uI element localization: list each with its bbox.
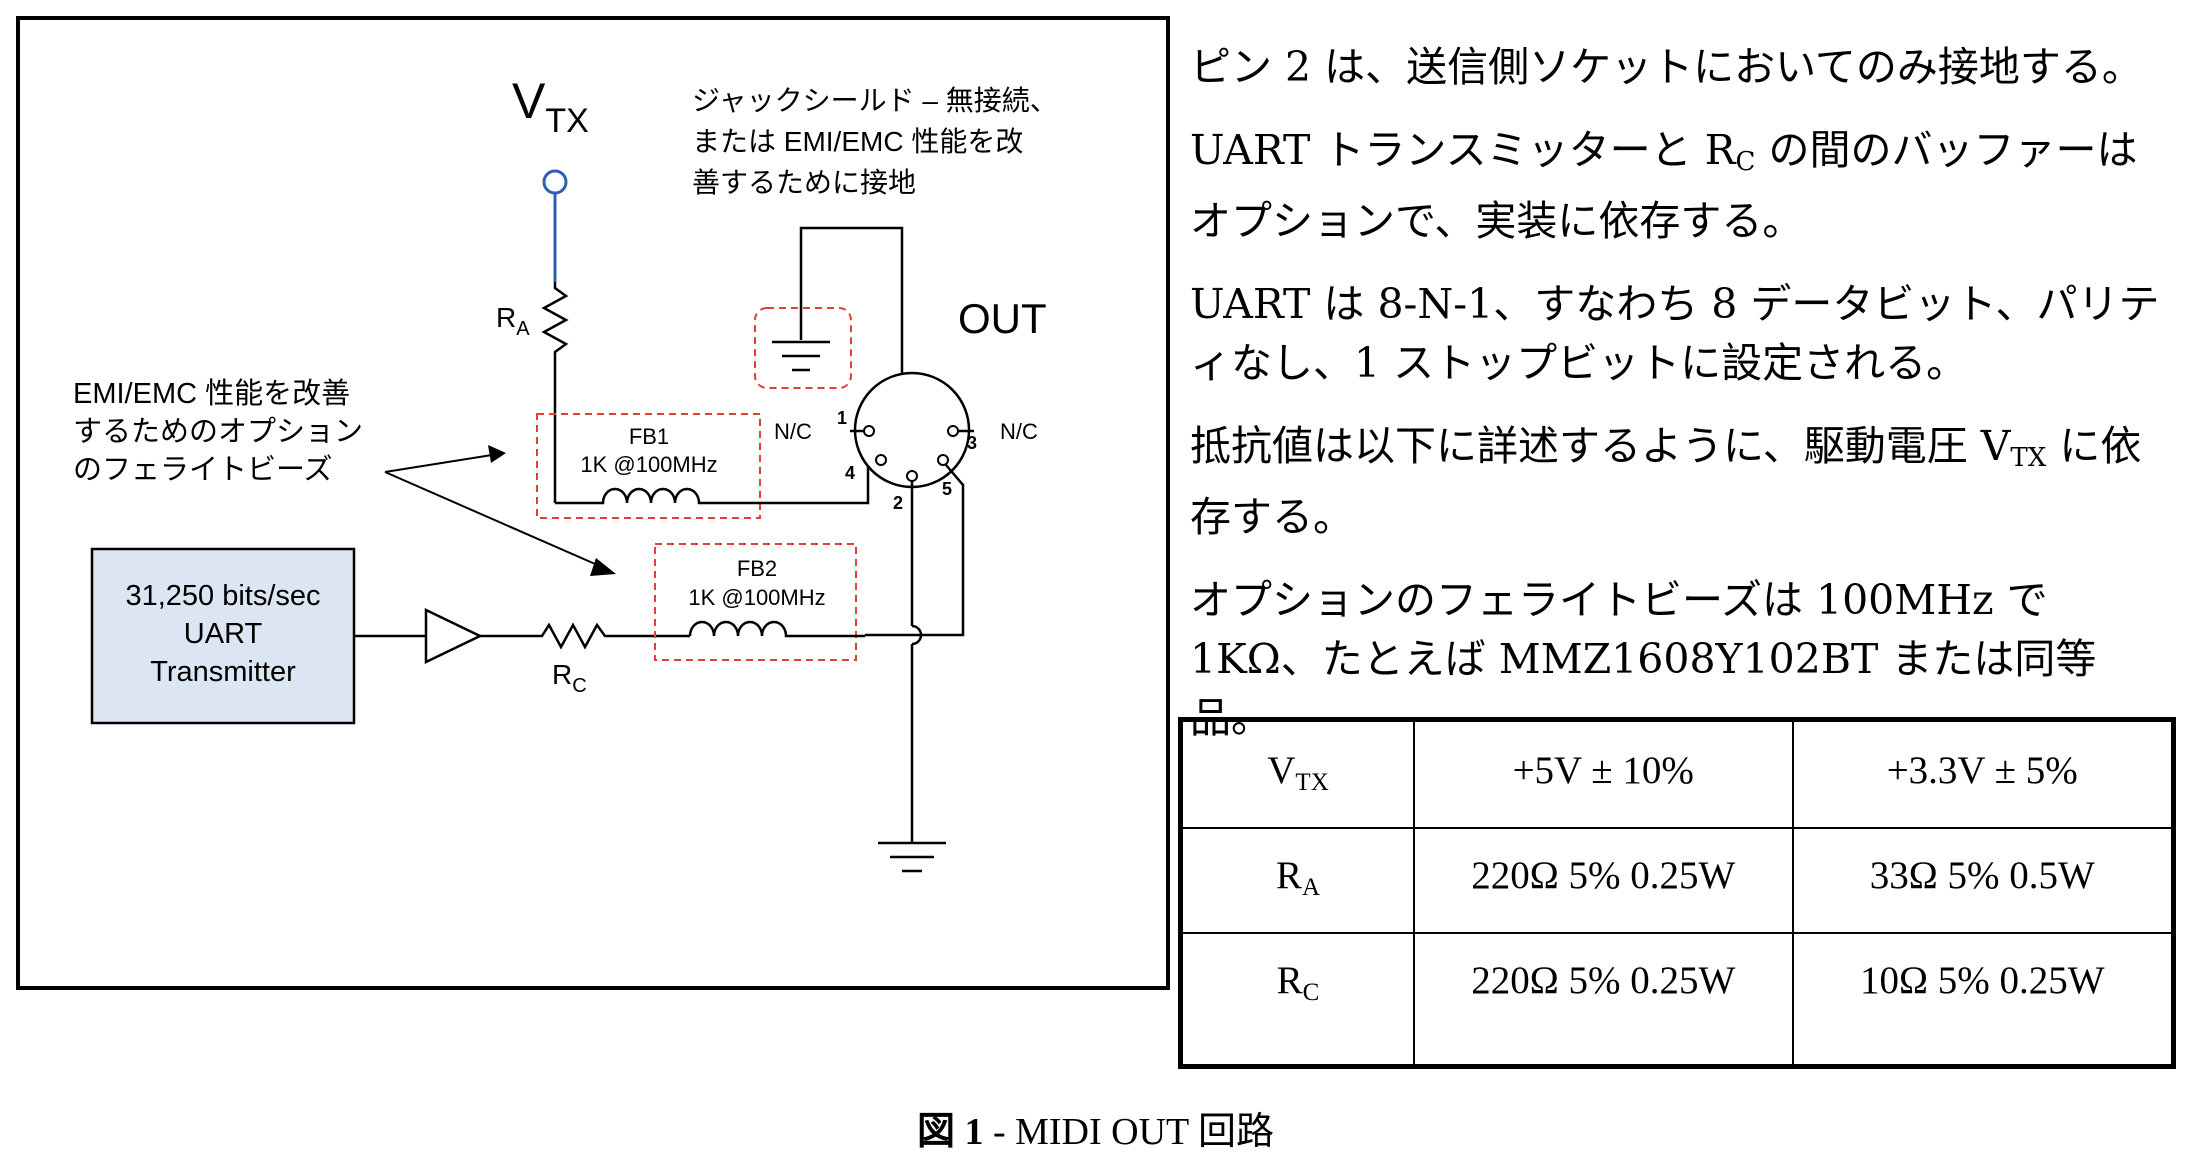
table-header-5v: +5V ± 10%: [1413, 722, 1794, 829]
din-pin-3: [947, 425, 959, 437]
din-pin-5: [937, 454, 949, 466]
pin2-number: 2: [893, 493, 903, 513]
note-pin2-ground: ピン 2 は、送信側ソケットにおいてのみ接地する。: [1190, 43, 2143, 91]
fb2-name: FB2: [737, 556, 777, 581]
emi-arrow-to-fb1: [384, 454, 493, 473]
figure-caption: 図 1 - MIDI OUT 回路: [0, 1100, 2191, 1155]
table-header-vtx: VTX: [1183, 722, 1415, 829]
buffer-triangle: [424, 608, 483, 664]
table-row-rc-label: RC: [1183, 932, 1415, 1064]
nc-left-label: N/C: [774, 419, 812, 444]
note-resistor-values: 抵抗値は以下に詳述するように、駆動電圧 VTX に依存する。: [1190, 422, 2142, 541]
jack-shield-note-line-1: ジャックシールド – 無接続、: [692, 85, 1058, 116]
figure-number: 図 1: [916, 1111, 984, 1153]
table-cell: 10Ω 5% 0.25W: [1791, 932, 2171, 1064]
jack-shield-note-line-3: 善するために接地: [692, 167, 916, 198]
ra-label: RA: [496, 302, 530, 340]
note-buffer-optional: UART トランスミッターと RC の間のバッファーはオプションで、実装に依存す…: [1190, 126, 2138, 245]
table-cell: 220Ω 5% 0.25W: [1413, 932, 1794, 1064]
table-row: RC 220Ω 5% 0.25W 10Ω 5% 0.25W: [1183, 932, 2171, 1064]
vtx-node-label: VTX: [512, 73, 589, 140]
pin1-number: 1: [837, 408, 847, 428]
uart-line-1: 31,250 bits/sec: [125, 580, 320, 612]
uart-line-3: Transmitter: [150, 656, 296, 688]
table-row-ra-label: RA: [1183, 827, 1415, 934]
emi-arrow-to-fb2-head: [590, 558, 616, 576]
fb1-value: 1K @100MHz: [580, 452, 717, 477]
fb1-inductor: [555, 487, 820, 505]
figure-title: - MIDI OUT 回路: [983, 1111, 1275, 1153]
schematic-frame: [16, 16, 1170, 990]
table-cell: 220Ω 5% 0.25W: [1413, 827, 1794, 934]
din-pin-2: [906, 470, 918, 482]
table-header-3v3: +3.3V ± 5%: [1791, 722, 2171, 829]
jack-shield-wire: [799, 226, 904, 378]
uart-line-2: UART: [184, 618, 263, 650]
pin4-number: 4: [845, 463, 855, 483]
pin3-number: 3: [967, 433, 977, 453]
note-ferrite-beads: オプションのフェライトビーズは 100MHz で 1KΩ、たとえば MMZ160…: [1190, 576, 2097, 742]
vtx-node-terminal: [542, 169, 568, 195]
emi-note-line-2: するためのオプション: [73, 416, 363, 448]
emi-arrow-to-fb1-head: [488, 445, 506, 463]
rc-resistor: [535, 622, 612, 650]
emi-note-line-1: EMI/EMC 性能を改善: [73, 377, 350, 410]
nc-right-label: N/C: [1000, 419, 1038, 444]
pin5-number: 5: [942, 479, 952, 499]
fb2-dashed-box: [654, 543, 857, 661]
table-row: RA 220Ω 5% 0.25W 33Ω 5% 0.5W: [1183, 827, 2171, 934]
din-pin-1: [863, 425, 875, 437]
ra-resistor: [541, 282, 569, 358]
table-row: VTX +5V ± 10% +3.3V ± 5%: [1183, 722, 2171, 829]
fb2-value: 1K @100MHz: [688, 585, 825, 610]
din-pin-4: [875, 454, 887, 466]
pin5-wire: [865, 464, 965, 637]
fb2-inductor: [688, 620, 865, 638]
note-uart-format: UART は 8-N-1、すなわち 8 データビット、パリティなし、1 ストップ…: [1190, 280, 2160, 387]
circuit-notes: ピン 2 は、送信側ソケットにおいてのみ接地する。 UART トランスミッターと…: [1190, 38, 2170, 772]
emi-arrow-to-fb2: [384, 471, 603, 568]
table-cell: 33Ω 5% 0.5W: [1791, 827, 2171, 934]
emi-note-line-3: のフェライトビーズ: [73, 453, 333, 486]
jack-shield-note-line-2: または EMI/EMC 性能を改: [692, 126, 1023, 157]
resistor-value-table: VTX +5V ± 10% +3.3V ± 5% RA 220Ω 5% 0.25…: [1178, 717, 2176, 1069]
rc-label: RC: [552, 659, 587, 697]
shield-ground-dashed-box: [754, 307, 852, 389]
fb1-dashed-box: [536, 413, 761, 519]
fb1-name: FB1: [629, 424, 669, 449]
out-label: OUT: [958, 295, 1047, 342]
